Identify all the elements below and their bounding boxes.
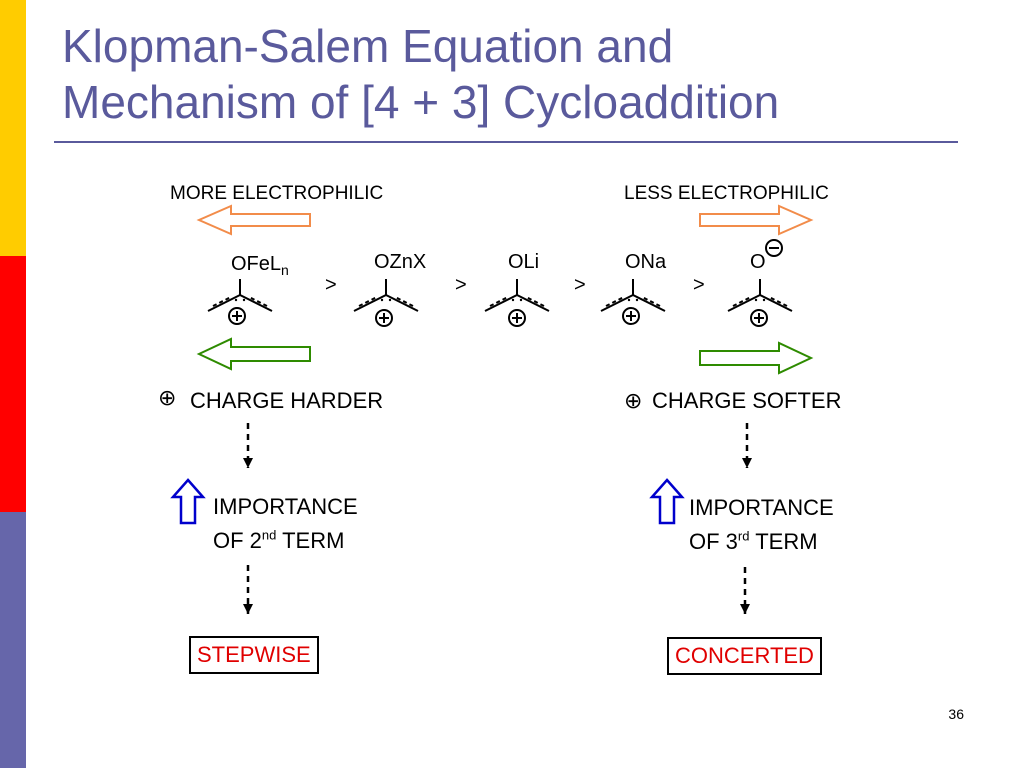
third-term-label: OF 3rd TERM bbox=[689, 528, 818, 554]
sidebar-yellow-segment bbox=[0, 0, 26, 256]
title-line-1: Klopman-Salem Equation and bbox=[62, 20, 674, 72]
concerted-box: CONCERTED bbox=[667, 637, 822, 675]
orange-right-arrow bbox=[699, 204, 814, 236]
species-label-enolate: O bbox=[750, 251, 766, 273]
charge-softer-label: CHARGE SOFTER bbox=[652, 388, 842, 413]
plus-charge-icon-right: ⊕ bbox=[624, 388, 643, 413]
species-label-zn: OZnX bbox=[374, 251, 427, 273]
green-left-arrow bbox=[196, 337, 311, 371]
importance-third-term: IMPORTANCE OF 3rd TERM bbox=[689, 491, 834, 559]
species-label-fe: OFeLn bbox=[231, 253, 289, 278]
blue-up-arrow-right bbox=[649, 478, 685, 525]
title-line-2: Mechanism of [4 + 3] Cycloaddition bbox=[62, 76, 780, 128]
greater-than-2: > bbox=[455, 274, 467, 296]
green-right-arrow bbox=[699, 341, 814, 375]
stepwise-box: STEPWISE bbox=[189, 636, 319, 674]
more-electrophilic-label: MORE ELECTROPHILIC bbox=[170, 183, 384, 204]
title-underline bbox=[54, 141, 958, 143]
importance-label-right: IMPORTANCE bbox=[689, 495, 834, 520]
importance-second-term: IMPORTANCE OF 2nd TERM bbox=[213, 490, 358, 558]
species-label-li: OLi bbox=[508, 251, 540, 273]
orange-left-arrow bbox=[196, 204, 311, 236]
sidebar-red-segment bbox=[0, 256, 26, 512]
greater-than-1: > bbox=[325, 274, 337, 296]
page-number: 36 bbox=[948, 706, 964, 722]
sidebar-blue-segment bbox=[0, 512, 26, 768]
oxyallyl-structure-2 bbox=[353, 279, 419, 327]
oxyallyl-structure-3 bbox=[484, 279, 550, 327]
less-electrophilic-label: LESS ELECTROPHILIC bbox=[624, 183, 829, 204]
slide-title: Klopman-Salem Equation and Mechanism of … bbox=[62, 18, 962, 130]
plus-charge-icon-left: ⊕ bbox=[158, 385, 177, 410]
species-label-na: ONa bbox=[625, 251, 667, 273]
greater-than-4: > bbox=[693, 274, 705, 296]
importance-label-left: IMPORTANCE bbox=[213, 494, 358, 519]
oxyallyl-structure-5 bbox=[727, 239, 793, 327]
oxyallyl-structure-4 bbox=[600, 279, 666, 325]
blue-up-arrow-left bbox=[170, 478, 206, 525]
charge-harder-label: CHARGE HARDER bbox=[190, 388, 384, 413]
second-term-label: OF 2nd TERM bbox=[213, 527, 345, 553]
greater-than-3: > bbox=[574, 274, 586, 296]
oxyallyl-structure-1 bbox=[207, 279, 273, 325]
